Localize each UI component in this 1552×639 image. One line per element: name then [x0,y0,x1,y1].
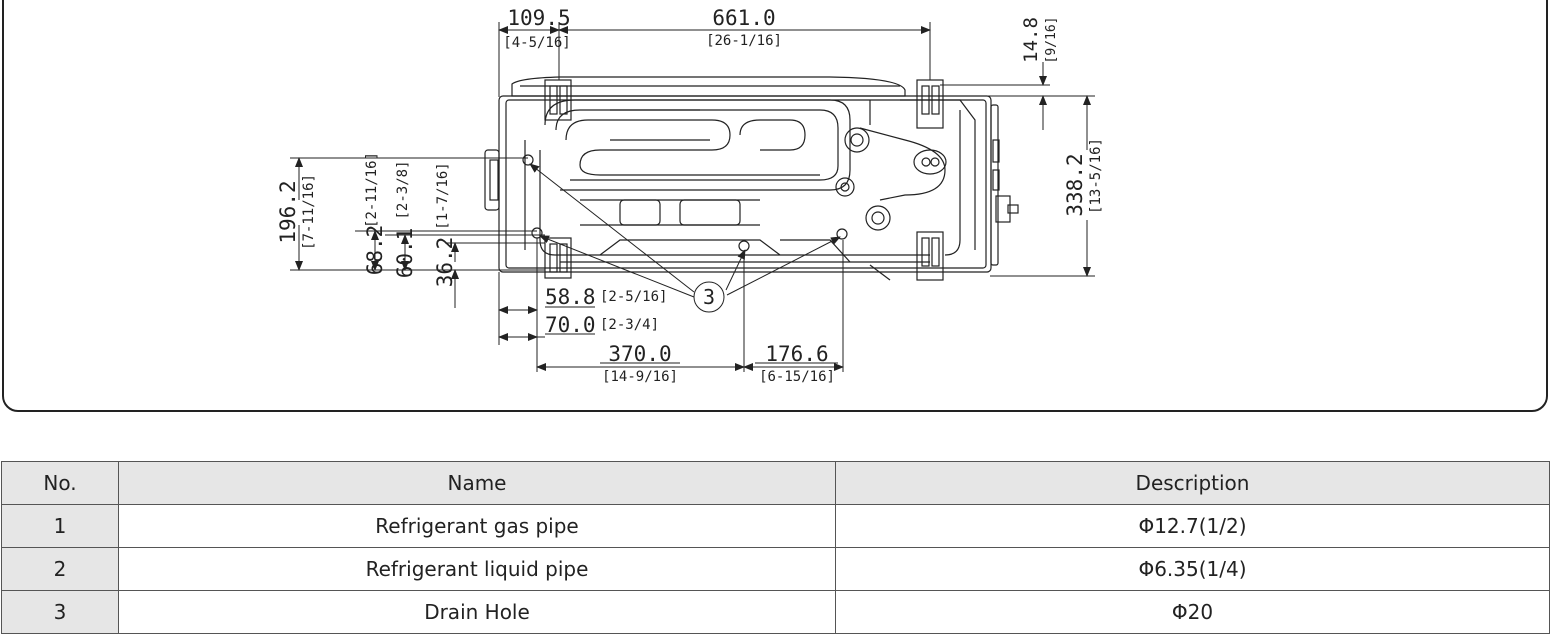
dim-338-mm: 338.2 [1063,153,1087,216]
callout-circle [693,281,725,313]
callout-label: 3 [703,285,715,309]
dim-370-inch: [14-9/16] [602,369,678,385]
dim-58-mm: 58.8 [545,285,596,309]
dim-68-mm: 68.2 [363,225,387,276]
row-no: 3 [1,590,119,634]
dim-661-mm: 661.0 [712,6,775,30]
dim-14-inch: [9/16] [1044,17,1059,64]
row-name: Refrigerant liquid pipe [118,547,836,591]
row-description: Φ20 [835,590,1550,634]
table-row: 1 Refrigerant gas pipe Φ12.7(1/2) [1,504,1550,548]
dim-338-inch: [13-5/16] [1088,138,1104,214]
header-description: Description [835,461,1550,505]
dim-109-inch: [4-5/16] [503,35,570,51]
row-description: Φ6.35(1/4) [835,547,1550,591]
dim-70-mm: 70.0 [545,313,596,337]
dim-196-mm: 196.2 [276,180,300,243]
unit-outline [484,76,1019,281]
dim-196-inch: [7-11/16] [301,174,317,250]
dim-370-mm: 370.0 [608,342,671,366]
dim-60-inch: [2-3/8] [395,160,411,219]
dimension-drawing: 3 109.5 [4-5/16] 661.0 [26-1/16] 14.8 [9… [276,6,1104,385]
table-row: 2 Refrigerant liquid pipe Φ6.35(1/4) [1,547,1550,591]
dimension-labels: 109.5 [4-5/16] 661.0 [26-1/16] 14.8 [9/1… [276,6,1104,385]
dimension-lines [295,26,1091,371]
row-description: Φ12.7(1/2) [835,504,1550,548]
row-name: Refrigerant gas pipe [118,504,836,548]
callout-leaders [529,163,841,313]
dim-36-mm: 36.2 [433,237,457,288]
header-no: No. [1,461,119,505]
table-header-row: No. Name Description [1,461,1550,505]
header-name: Name [118,461,836,505]
pipe-spec-table: No. Name Description 1 Refrigerant gas p… [1,461,1550,634]
dim-70-inch: [2-3/4] [600,317,659,333]
dim-58-inch: [2-5/16] [600,289,667,305]
table-row: 3 Drain Hole Φ20 [1,590,1550,634]
drawing-frame [2,0,1548,412]
dim-176-mm: 176.6 [765,342,828,366]
dim-176-inch: [6-15/16] [759,369,835,385]
row-name: Drain Hole [118,590,836,634]
dim-109-mm: 109.5 [507,6,570,30]
row-no: 2 [1,547,119,591]
row-no: 1 [1,504,119,548]
dim-60-mm: 60.1 [393,228,417,279]
dim-14-mm: 14.8 [1020,17,1042,63]
extension-lines [290,22,1095,372]
dim-661-inch: [26-1/16] [706,33,782,49]
dim-36-inch: [1-7/16] [435,162,451,229]
dim-68-inch: [2-11/16] [364,152,380,228]
